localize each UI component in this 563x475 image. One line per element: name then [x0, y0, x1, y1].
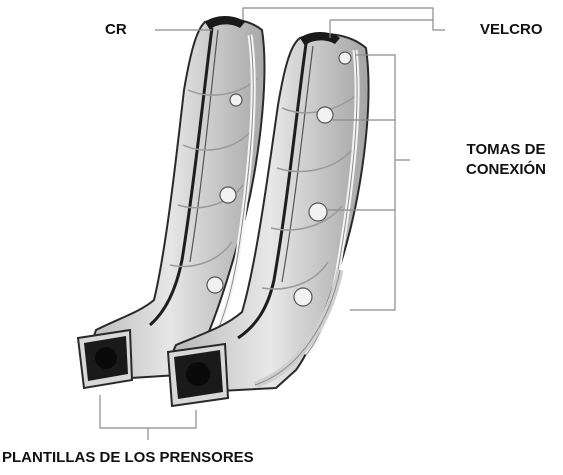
label-velcro: VELCRO: [480, 21, 543, 38]
back-sleeve: [76, 16, 266, 390]
front-sleeve: [166, 32, 370, 408]
label-plantillas: PLANTILLAS DE LOS PRENSORES: [2, 449, 254, 466]
label-cr: CR: [105, 21, 127, 38]
label-tomas-line1: TOMAS DE: [466, 141, 546, 158]
leader-lines: [99, 7, 445, 440]
label-tomas-line2: CONEXIÓN: [466, 161, 547, 178]
label-tomas-de-conexion: TOMAS DE CONEXIÓN: [466, 140, 546, 180]
